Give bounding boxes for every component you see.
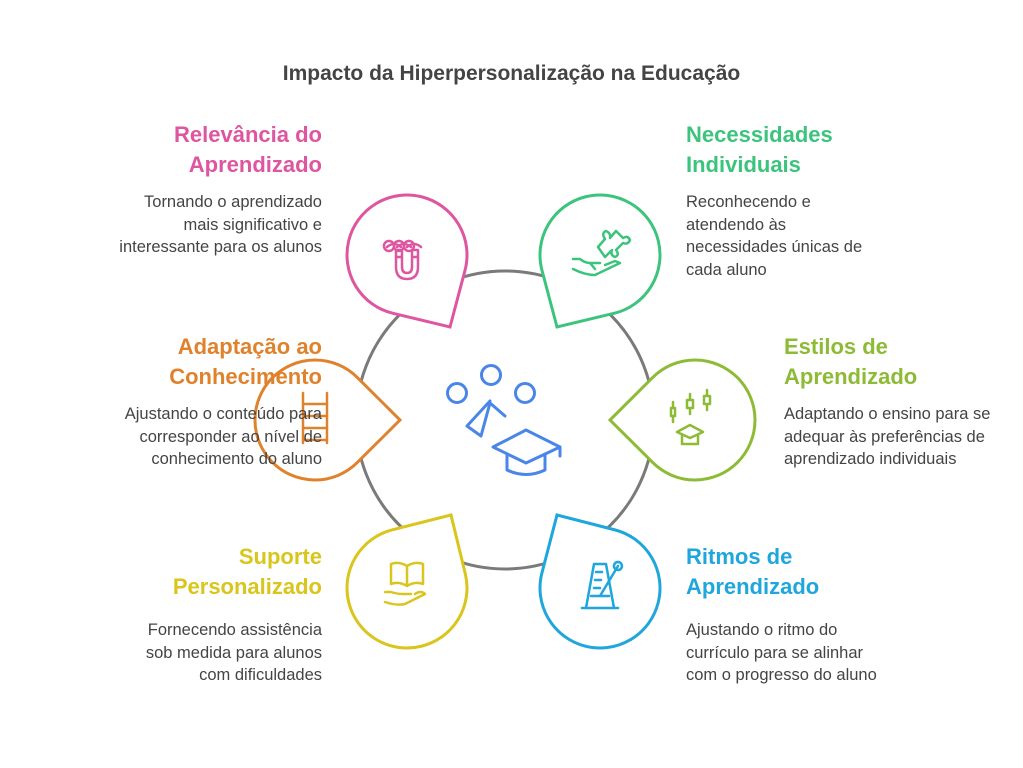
- item-title: Relevância do: [174, 122, 322, 147]
- item-title: Individuais: [686, 152, 801, 177]
- item-title: Adaptação ao: [177, 334, 322, 359]
- item-relevancia: Relevância do Aprendizado Tornando o apre…: [92, 120, 322, 259]
- item-ritmos: Ritmos de Aprendizado Ajustando o ritmo d…: [686, 542, 916, 687]
- graduation-cap-options-icon: [669, 388, 712, 446]
- item-estilos: Estilos de Aprendizado Adaptando o ensino…: [784, 332, 1014, 471]
- item-title: Estilos de: [784, 334, 888, 359]
- item-title: Suporte: [238, 544, 322, 569]
- item-description: Adaptando o ensino para se adequar às pr…: [784, 405, 991, 468]
- item-adaptacao: Adaptação ao Conhecimento Ajustando o con…: [92, 332, 322, 471]
- item-title: Conhecimento: [169, 364, 322, 389]
- item-description: Tornando o aprendizado mais significativ…: [119, 193, 322, 256]
- teardrop-marker: [538, 513, 662, 650]
- item-description: Reconhecendo e atendendo às necessidades…: [686, 193, 863, 279]
- diagram-title: Impacto da Hiperpersonalização na Educaç…: [282, 62, 741, 85]
- book-hand-icon: [383, 561, 427, 606]
- puzzle-hand-icon: [571, 229, 632, 277]
- item-description: Fornecendo assistência sob medida para a…: [145, 621, 322, 684]
- magnet-people-icon: [382, 239, 423, 281]
- item-description: Ajustando o ritmo do currículo para se a…: [686, 621, 877, 684]
- metronome-icon: [580, 560, 624, 610]
- center-students-graduation-icon: [446, 364, 562, 476]
- teardrop-marker: [607, 358, 757, 482]
- item-description: Ajustando o conteúdo para corresponder a…: [124, 405, 322, 468]
- item-title: Ritmos de: [686, 544, 793, 569]
- teardrop-marker: [345, 193, 469, 329]
- item-title: Necessidades: [686, 122, 833, 147]
- item-title: Aprendizado: [188, 152, 322, 177]
- ladder-icon: [301, 391, 329, 445]
- item-title: Aprendizado: [784, 364, 918, 389]
- teardrop-marker: [538, 193, 662, 329]
- item-title: Aprendizado: [686, 574, 820, 599]
- item-title: Personalizado: [172, 574, 322, 599]
